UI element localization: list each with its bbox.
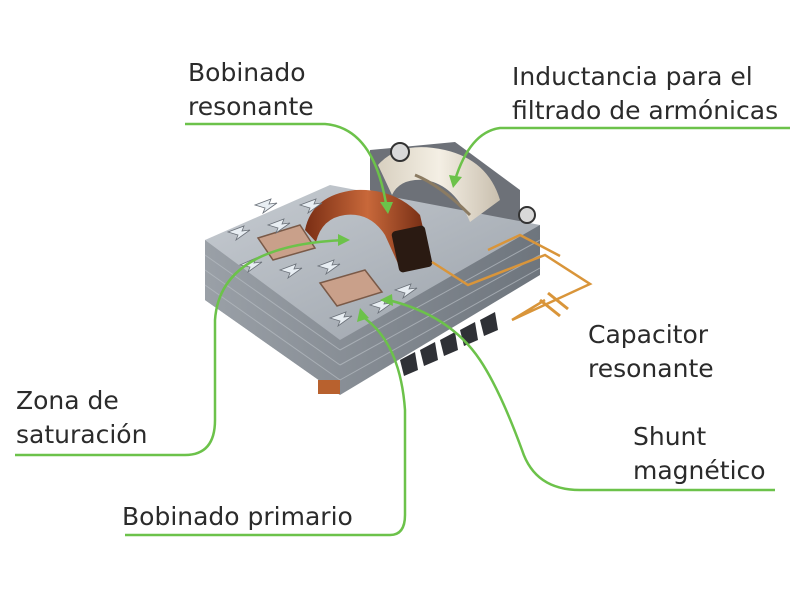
label-capacitor-line2: resonante: [588, 354, 714, 383]
leader-inductancia: [453, 126, 790, 181]
label-zona-line1: Zona de: [16, 386, 119, 415]
label-capacitor-line1: Capacitor: [588, 320, 709, 349]
leader-zona-arrow: [338, 234, 350, 246]
label-inductancia-line2: filtrado de armónicas: [512, 96, 779, 125]
leader-zona: [15, 238, 346, 457]
coil-end-dark: [391, 225, 433, 273]
label-bobinado-resonante: Bobinado resonante: [188, 56, 314, 124]
inductor-slot: [414, 173, 472, 217]
label-zona: Zona de saturación: [16, 384, 147, 452]
heatsink-teeth: [400, 312, 498, 376]
leader-inductancia-arrow: [449, 175, 462, 188]
label-inductancia-line1: Inductancia para el: [512, 62, 753, 91]
label-capacitor: Capacitor resonante: [588, 318, 714, 386]
leader-primario-arrow: [357, 308, 369, 322]
terminal-post-right: [518, 206, 536, 224]
capacitor-wires: [431, 233, 593, 322]
label-zona-line2: saturación: [16, 420, 148, 449]
label-shunt-line1: Shunt: [633, 422, 707, 451]
label-primario: Bobinado primario: [122, 500, 353, 534]
leader-shunt: [387, 298, 775, 492]
filter-inductor: [378, 147, 500, 222]
terminal-post-top: [390, 142, 410, 162]
leader-lines: [15, 122, 790, 537]
label-bobinado-resonante-line2: resonante: [188, 92, 314, 121]
capacitor-symbol: [539, 291, 569, 318]
leader-bobinado-resonante-arrow: [380, 202, 393, 214]
leader-bobinado-resonante: [185, 122, 389, 211]
transformer-illustration: [204, 142, 593, 395]
label-bobinado-resonante-line1: Bobinado: [188, 58, 306, 87]
leader-shunt-arrow: [380, 294, 393, 306]
base-tab-left: [318, 380, 340, 394]
leader-primario: [125, 313, 407, 537]
lamination-lines: [204, 239, 541, 381]
label-inductancia: Inductancia para el filtrado de armónica…: [512, 60, 778, 128]
label-shunt: Shunt magnético: [633, 420, 766, 488]
label-primario-line1: Bobinado primario: [122, 502, 353, 531]
label-shunt-line2: magnético: [633, 456, 766, 485]
primary-winding-pad: [318, 269, 384, 307]
